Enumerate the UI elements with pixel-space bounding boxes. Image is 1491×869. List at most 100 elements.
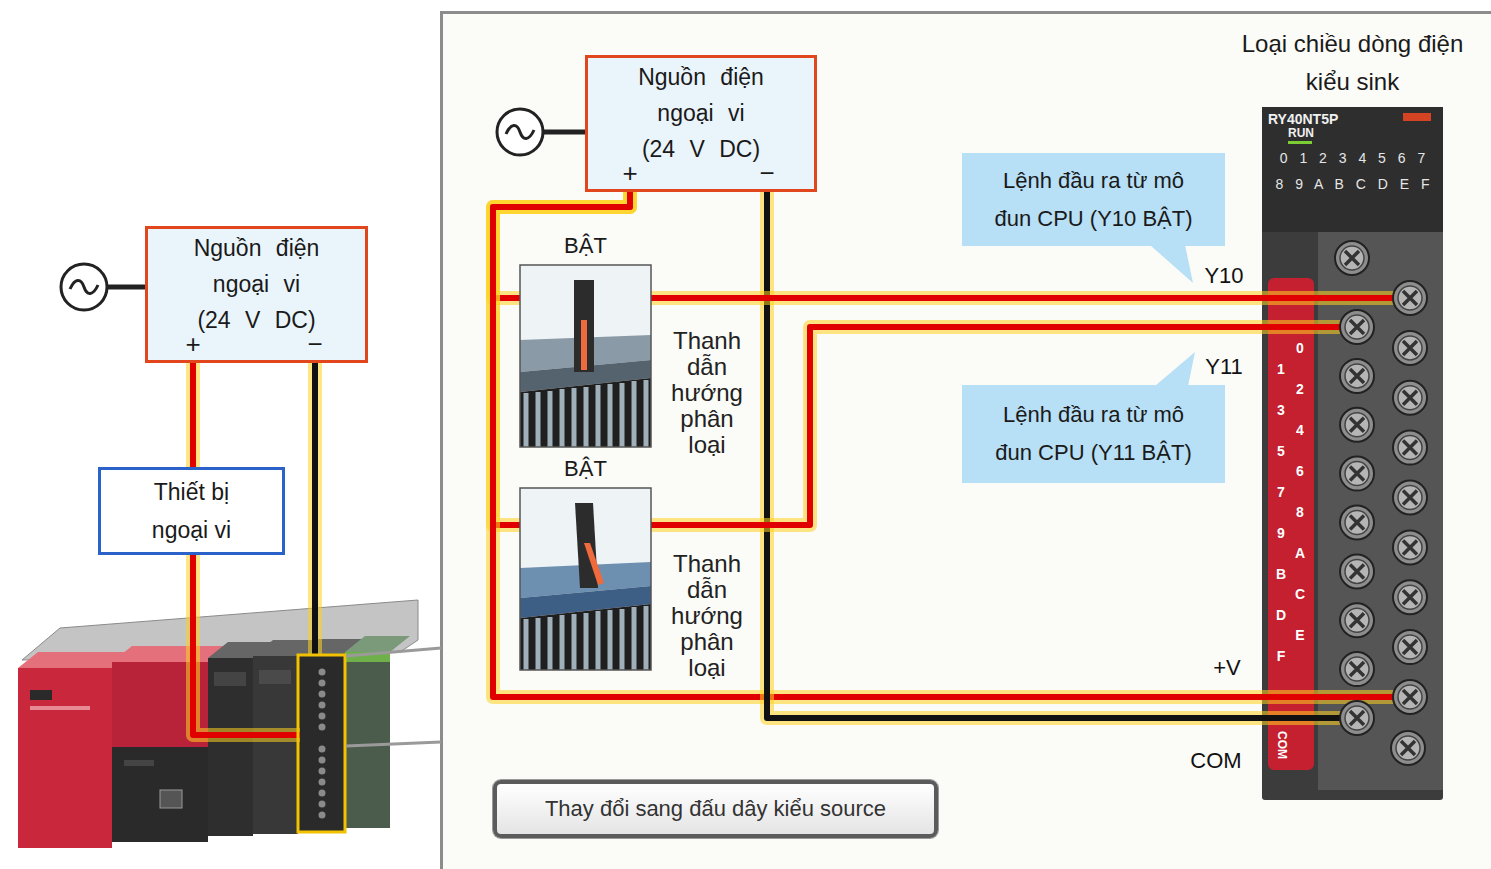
terminal-number: 9 xyxy=(1277,524,1285,540)
terminal-number: 8 xyxy=(1296,504,1304,520)
plc-rack xyxy=(298,655,345,832)
callout-text: Lệnh đầu ra từ mô đun CPU (Y10 BẬT) xyxy=(989,162,1199,238)
plc-rack xyxy=(319,702,326,709)
model-name: RY40NT5P xyxy=(1268,111,1338,127)
wire-glow xyxy=(186,363,200,467)
sorting-guide-picture xyxy=(520,265,651,447)
terminal-screw xyxy=(1340,603,1374,637)
wire xyxy=(651,327,1262,525)
terminal-screw xyxy=(1393,331,1427,365)
button-label: Thay đổi sang đấu dây kiểu source xyxy=(545,795,886,823)
terminal-screw xyxy=(1393,431,1427,465)
plc-rack xyxy=(319,779,326,786)
sorting-guide-picture xyxy=(520,265,651,447)
wire xyxy=(1262,298,1410,697)
highlight-frame xyxy=(298,655,345,832)
terminal-number: 2 xyxy=(1296,381,1304,397)
callout-box: Lệnh đầu ra từ mô đun CPU (Y10 BẬT) xyxy=(962,153,1225,246)
plc-rack xyxy=(319,790,326,797)
wire-connector xyxy=(493,192,1262,697)
part-name: Thanh dẫn hướng phân loại xyxy=(665,551,749,681)
plc-rack xyxy=(345,636,410,652)
sorting-guide-picture xyxy=(574,280,594,372)
terminal-screw xyxy=(1393,281,1427,315)
callout-box: Lệnh đầu ra từ mô đun CPU (Y11 BẬT) xyxy=(962,385,1225,483)
plc-rack xyxy=(30,706,90,710)
plc-rack xyxy=(214,672,246,686)
ac-source-symbol xyxy=(544,130,585,135)
sorting-guide-picture: BẬTThanh dẫn hướng phân loại xyxy=(520,488,651,670)
terminal-number: 5 xyxy=(1277,442,1285,458)
plus-sign: + xyxy=(622,159,637,187)
terminal-number: 7 xyxy=(1277,483,1285,499)
terminal-number: F xyxy=(1277,647,1286,663)
plus-sign: + xyxy=(185,330,200,358)
wire-connector xyxy=(651,298,1262,299)
plc-rack xyxy=(345,652,390,828)
terminal-screw xyxy=(1340,701,1374,735)
terminal-number: B xyxy=(1276,565,1286,581)
output-module: Loại chiều dòng điện kiểu sinkRY40NT5PRU… xyxy=(1262,107,1443,800)
plc-rack xyxy=(319,801,326,808)
output-module-body xyxy=(1288,141,1312,144)
wire xyxy=(193,555,300,735)
state-label: BẬT xyxy=(564,233,607,259)
output-module-body xyxy=(1403,113,1431,121)
module-heading: Loại chiều dòng điện kiểu sink xyxy=(1228,25,1478,101)
terminal-screw xyxy=(1393,381,1427,415)
ac-source-symbol xyxy=(61,264,107,310)
terminal-number: A xyxy=(1295,545,1305,561)
plc-rack xyxy=(319,713,326,720)
minus-sign: − xyxy=(759,159,774,187)
wire xyxy=(767,192,1262,718)
zoom-line xyxy=(346,648,441,656)
terminal-number: 1 xyxy=(1277,360,1285,376)
plc-rack xyxy=(112,747,208,842)
sorting-guide-picture xyxy=(520,265,651,447)
terminal-screw xyxy=(1393,530,1427,564)
ac-source-symbol xyxy=(497,109,585,155)
plc-rack xyxy=(319,724,326,731)
wire xyxy=(1262,298,1410,697)
output-module-body xyxy=(1262,107,1443,232)
plc-rack xyxy=(319,757,326,764)
terminal-screw xyxy=(1340,652,1374,686)
ac-source-symbol xyxy=(497,109,543,155)
sorting-guide-picture xyxy=(581,320,587,370)
wire-glow xyxy=(767,192,1262,718)
terminal-number: D xyxy=(1276,606,1286,622)
sorting-guide-picture xyxy=(520,488,651,670)
led-number-row: 0 1 2 3 4 5 6 7 xyxy=(1280,150,1427,166)
state-label: BẬT xyxy=(564,456,607,482)
wire xyxy=(190,363,196,467)
terminal-name: +V xyxy=(1213,655,1241,680)
callout-tail xyxy=(1150,245,1193,283)
plc-rack xyxy=(22,600,418,660)
terminal-screw xyxy=(1393,481,1427,515)
wire xyxy=(312,363,318,655)
wire xyxy=(1262,298,1410,718)
terminal-screw xyxy=(1335,241,1427,765)
zoom-line xyxy=(346,742,441,746)
power-supply-label: Nguồn điện ngoại vi (24 V DC) xyxy=(636,58,766,167)
terminal-number: COM xyxy=(1274,731,1288,759)
plc-rack xyxy=(319,691,326,698)
terminal-screw xyxy=(1340,554,1374,588)
plc-rack xyxy=(319,746,326,753)
sorting-guide-picture xyxy=(520,488,651,670)
plc-rack xyxy=(124,760,154,766)
sorting-guide-picture xyxy=(520,604,651,670)
terminal-screw xyxy=(1335,241,1369,275)
wire xyxy=(651,295,1262,301)
plc-rack xyxy=(319,680,326,687)
status-label: RUN xyxy=(1288,126,1314,140)
detail-panel xyxy=(442,13,1491,869)
terminal-screw xyxy=(1340,359,1374,393)
power-supply-box: Nguồn điện ngoại vi (24 V DC)+ − xyxy=(585,55,817,192)
output-module-body xyxy=(1318,232,1443,790)
terminal-number: 3 xyxy=(1277,401,1285,417)
mode-button: Thay đổi sang đấu dây kiểu source xyxy=(493,780,938,838)
terminal-screw xyxy=(1393,580,1427,614)
terminal-screw xyxy=(1391,731,1425,765)
